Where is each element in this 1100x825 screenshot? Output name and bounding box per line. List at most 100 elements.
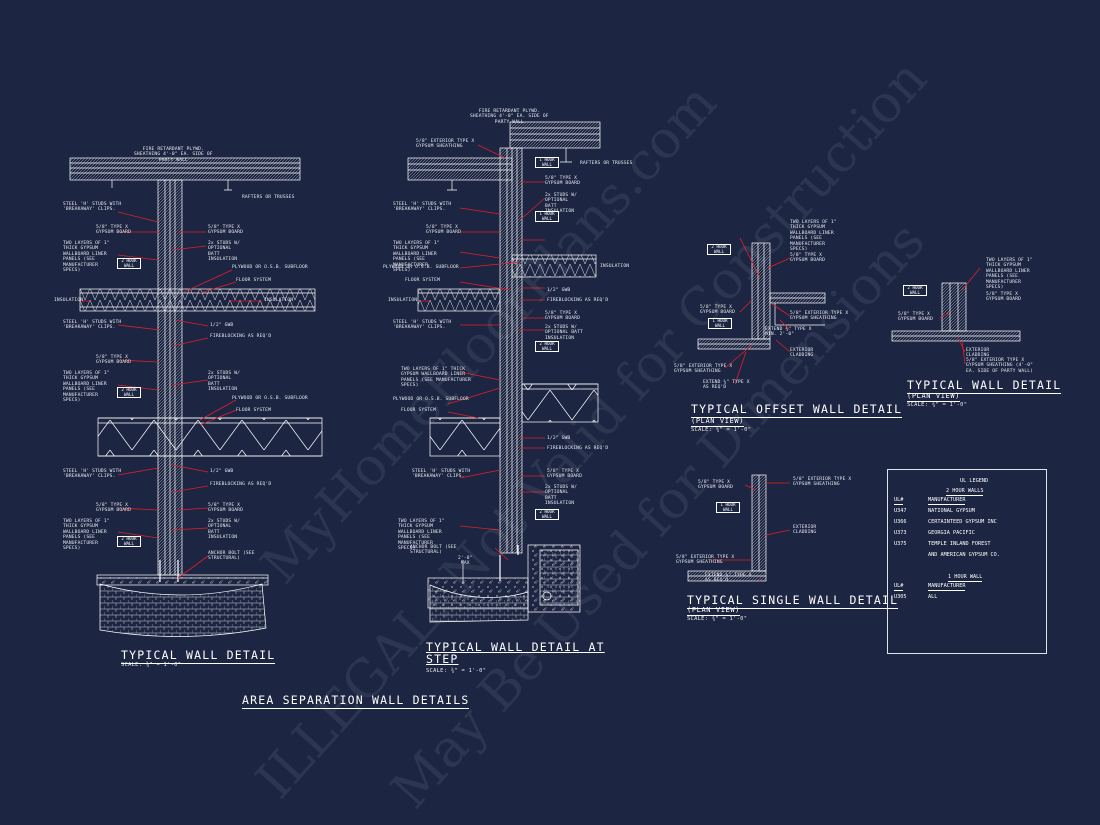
detail3-graphic xyxy=(697,242,826,350)
d2-studs-3: 2x STUDS W/ OPTIONAL BATT INSULATION xyxy=(545,485,578,507)
d2-two-layers-1: TWO LAYERS OF 1" THICK GYPSUM WALLBOARD … xyxy=(393,241,440,274)
d2-anchor-note: ANCHOR BOLT (SEE STRUCTURAL) xyxy=(410,545,457,556)
d4-two-layers: TWO LAYERS OF 1" THICK GYPSUM WALLBOARD … xyxy=(986,258,1033,291)
d3-title: TYPICAL OFFSET WALL DETAIL xyxy=(691,402,903,418)
d2-title: TYPICAL WALL DETAIL AT STEP xyxy=(426,640,605,666)
d1-hour-tag-1: 2 HOUR WALL xyxy=(117,258,141,270)
d2-hour-tag-1: 1 HOUR WALL xyxy=(535,157,559,169)
d2-two-layers-2: TWO LAYERS OF 1" THICK GYPSUM WALLBOARD … xyxy=(401,367,471,389)
d1-insulation-left: INSULATION xyxy=(54,298,84,303)
d1-floor-2: FLOOR SYSTEM xyxy=(236,408,271,413)
d3-subtitle: (PLAN VIEW) xyxy=(691,417,744,427)
d1-steel-h-note-3: STEEL 'H' STUDS WITH 'BREAKAWAY' CLIPS. xyxy=(63,469,122,480)
d1-fire-ply-note: FIRE RETARDANT PLYWD. SHEATHING 4'-0" EA… xyxy=(134,147,213,163)
d2-hour-tag-1b: 1 HOUR WALL xyxy=(535,211,559,223)
d1-hour-tag-3: 2 HOUR WALL xyxy=(117,536,141,548)
d5-ext-cladding: EXTERIOR CLADDING xyxy=(793,525,817,536)
legend-row-ul: U347 xyxy=(894,508,907,514)
d2-ext-gyp-note: 5/8" EXTERIOR TYPE X GYPSUM SHEATHING xyxy=(416,139,475,150)
d5-extend: EXTEND ¾" TYPE X AS REQ'D xyxy=(705,573,752,584)
legend-row-mfr: CERTAINTEED GYPSUM INC xyxy=(928,519,997,525)
d2-insulation-right: INSULATION xyxy=(600,264,630,269)
legend-row-mfr: GEORGIA PACIFIC xyxy=(928,530,975,536)
d2-gwb-2: 1/2" GWB xyxy=(547,436,571,441)
d3-gyp-right: 5/8" TYPE X GYPSUM BOARD xyxy=(790,253,825,264)
d2-dim-note: 2'-8" MAX xyxy=(458,556,473,567)
d1-two-layers-2: TWO LAYERS OF 1" THICK GYPSUM WALLBOARD … xyxy=(63,371,110,404)
detail5-graphic xyxy=(687,474,767,582)
d4-ext-sheath: 5/8" EXTERIOR TYPE X GYPSUM SHEATHING (4… xyxy=(966,358,1034,374)
d1-gwb-2: 1/2" GWB xyxy=(210,469,234,474)
legend-row-mfr: NATIONAL GYPSUM xyxy=(928,508,975,514)
d2-insulation-left: INSULATION xyxy=(388,298,418,303)
d3-two-layers: TWO LAYERS OF 1" THICK GYPSUM WALLBOARD … xyxy=(790,220,837,253)
d2-hour-tag-2: 2 HOUR WALL xyxy=(535,341,559,353)
d2-rafters-note: RAFTERS OR TRUSSES xyxy=(580,161,633,166)
d3-extend-1: EXTEND ¾" TYPE X MIN. 2'-0" xyxy=(765,327,812,338)
d5-subtitle: (PLAN VIEW) xyxy=(687,606,740,616)
d1-gyp-left-1: 5/8" TYPE X GYPSUM BOARD xyxy=(96,225,131,236)
detail4-graphic xyxy=(891,282,1021,342)
d4-title: TYPICAL WALL DETAIL xyxy=(907,378,1062,394)
legend-col-ul: UL# xyxy=(894,497,904,505)
d2-fireblock-1: FIREBLOCKING AS REQ'D xyxy=(547,298,609,303)
d1-scale: SCALE: ¾" = 1'-0" xyxy=(121,662,182,668)
d2-two-layers-3: TWO LAYERS OF 1" THICK GYPSUM WALLBOARD … xyxy=(398,519,445,552)
d2-studs-2: 2x STUDS W/ OPTIONAL BATT INSULATION xyxy=(545,325,583,341)
d5-gyp: 5/8" TYPE X GYPSUM BOARD xyxy=(698,480,733,491)
legend-row-ul: U373 xyxy=(894,530,907,536)
legend-col-mfr: MANUFACTURER xyxy=(928,497,966,505)
d2-scale: SCALE: ¾" = 1'-0" xyxy=(426,668,487,674)
legend-row-mfr: ALL xyxy=(928,594,938,600)
d2-fire-ply-note: FIRE RETARDANT PLYWD. SHEATHING 4'-0" EA… xyxy=(470,109,549,125)
d2-floor-2: FLOOR SYSTEM xyxy=(401,408,436,413)
d1-steel-h-note-1: STEEL 'H' STUDS WITH 'BREAKAWAY' CLIPS. xyxy=(63,202,122,213)
d1-hour-tag-2: 2 HOUR WALL xyxy=(117,387,141,399)
d2-steel-h-note-1: STEEL 'H' STUDS WITH 'BREAKAWAY' CLIPS. xyxy=(393,202,452,213)
legend-row-ul: U366 xyxy=(894,519,907,525)
d2-fireblock-2: FIREBLOCKING AS REQ'D xyxy=(547,446,609,451)
d2-gyp-right-2: 5/8" TYPE X GYPSUM BOARD xyxy=(545,311,580,322)
legend-col-mfr-2: MANUFACTURER xyxy=(928,583,966,591)
d1-anchor-note: ANCHOR BOLT (SEE STRUCTURAL) xyxy=(208,551,255,562)
legend-row-ul: U375 xyxy=(894,541,907,547)
d3-hour-tag-1: 1 HOUR WALL xyxy=(708,318,732,330)
d5-ext-sheath-left: 5/8" EXTERIOR TYPE X GYPSUM SHEATHING xyxy=(676,555,735,566)
ul-legend: UL LEGEND 2 HOUR WALLS UL# MANUFACTURER … xyxy=(887,469,1047,654)
leader-lines xyxy=(80,144,981,582)
d2-floor-1: FLOOR SYSTEM xyxy=(405,278,440,283)
d4-ext-cladding: EXTERIOR CLADDING xyxy=(966,348,990,359)
d1-floor-1: FLOOR SYSTEM xyxy=(236,278,271,283)
detail2-graphic xyxy=(407,121,601,623)
d1-two-layers-1: TWO LAYERS OF 1" THICK GYPSUM WALLBOARD … xyxy=(63,241,110,274)
d1-studs-3: 2x STUDS W/ OPTIONAL BATT INSULATION xyxy=(208,519,241,541)
d5-title: TYPICAL SINGLE WALL DETAIL xyxy=(687,593,899,609)
d2-hour-tag-3: 2 HOUR WALL xyxy=(535,509,559,521)
d1-plywood-1: PLYWOOD OR O.S.B. SUBFLOOR xyxy=(232,265,308,270)
d1-gyp-right-3: 5/8" TYPE X GYPSUM BOARD xyxy=(208,503,243,514)
d3-ext-cladding: EXTERIOR CLADDING xyxy=(790,348,814,359)
d1-studs-1: 2x STUDS W/ OPTIONAL BATT INSULATION xyxy=(208,241,241,263)
d2-gwb-1: 1/2" GWB xyxy=(547,288,571,293)
legend-row-mfr: TEMPLE INLAND FOREST xyxy=(928,541,991,547)
d1-title: TYPICAL WALL DETAIL xyxy=(121,648,276,664)
d4-subtitle: (PLAN VIEW) xyxy=(907,392,960,402)
d2-plywood-2: PLYWOOD OR O.S.B. SUBFLOOR xyxy=(393,397,469,402)
d5-scale: SCALE: ¾" = 1'-0" xyxy=(687,616,748,622)
d3-ext-sheath-right: 5/8" EXTERIOR TYPE X GYPSUM SHEATHING xyxy=(790,311,849,322)
legend-row-ul: U305 xyxy=(894,594,907,600)
d2-gyp-left-1: 5/8" TYPE X GYPSUM BOARD xyxy=(426,225,461,236)
d4-scale: SCALE: ¾" = 1'-0" xyxy=(907,402,968,408)
d4-gyp-right: 5/8" TYPE X GYPSUM BOARD xyxy=(986,292,1021,303)
d1-rafters-note: RAFTERS OR TRUSSES xyxy=(242,195,295,200)
d1-insulation-right: INSULATION xyxy=(264,298,294,303)
legend-row-mfr: AND AMERICAN GYPSUM CO. xyxy=(928,552,1000,558)
legend-title: UL LEGEND xyxy=(960,478,989,484)
d3-ext-sheath-left: 5/8" EXTERIOR TYPE X GYPSUM SHEATHING xyxy=(674,364,733,375)
d2-plywood-1: PLYWOOD OR O.S.B. SUBFLOOR xyxy=(383,265,459,270)
d1-gyp-left-2: 5/8" TYPE X GYPSUM BOARD xyxy=(96,355,131,366)
d3-scale: SCALE: ¾" = 1'-0" xyxy=(691,427,752,433)
d3-extend-2: EXTEND ¾" TYPE X AS REQ'D xyxy=(703,380,750,391)
